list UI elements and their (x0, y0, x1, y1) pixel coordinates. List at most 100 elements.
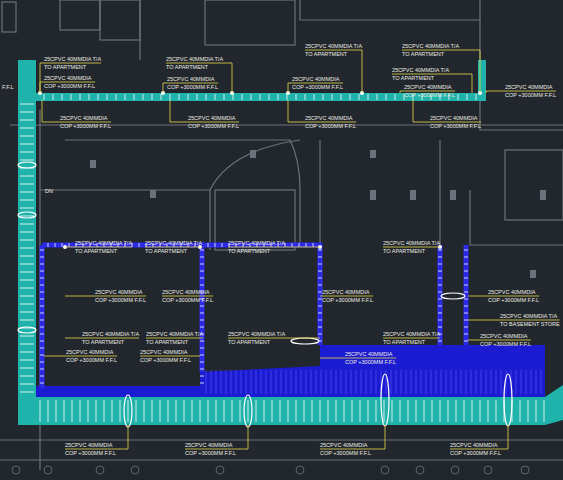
leader-line (383, 338, 440, 339)
tick (125, 94, 126, 100)
tick (516, 370, 517, 394)
tick (480, 400, 481, 422)
tick (286, 370, 287, 394)
grid-markers (12, 466, 529, 474)
tick (226, 370, 227, 394)
tick (318, 292, 322, 293)
pipe-label: COP +3000MM F.F.L (305, 123, 356, 129)
pipe-label: COP +3000MM F.F.L (450, 450, 501, 456)
tick (200, 250, 204, 251)
tick (301, 370, 302, 394)
pipe-label: COP +3000MM F.F.L (505, 92, 556, 98)
tick (143, 94, 144, 100)
pipe-label: 25CPVC 40MMDIA (505, 84, 552, 90)
tick (341, 94, 342, 100)
tick (287, 94, 288, 100)
walls (0, 0, 563, 470)
pipe-label: TO APARTMENT (146, 339, 188, 345)
pipe-label: TO APARTMENT (228, 248, 270, 254)
pipe-label: 25CPVC 40MMDIA T/A (383, 331, 440, 337)
tick (481, 370, 482, 394)
tick (278, 94, 279, 100)
tick (55, 243, 56, 247)
tick (40, 257, 44, 258)
pipe-label: 25CPVC 40MMDIA (488, 289, 535, 295)
tick (352, 400, 353, 422)
tick (184, 400, 185, 422)
tick (313, 243, 314, 247)
tick (472, 400, 473, 422)
pipe-label: COP +3000MM F.F.L (95, 297, 146, 303)
tick (323, 94, 324, 100)
tick (464, 299, 468, 300)
tick (395, 94, 396, 100)
tick (292, 243, 293, 247)
tick (281, 370, 282, 394)
tick (200, 376, 204, 377)
tick (222, 243, 223, 247)
tick (438, 320, 442, 321)
pipe-label: 25CPVC 40MMDIA (95, 289, 142, 295)
pipe-label: TO APARTMENT (82, 339, 124, 345)
tick (20, 184, 34, 185)
tick (436, 370, 437, 394)
tick (438, 271, 442, 272)
leader-line (232, 63, 233, 93)
tick (233, 94, 234, 100)
tick (241, 370, 242, 394)
tick (215, 94, 216, 100)
leader-line (228, 247, 320, 248)
tick (20, 344, 34, 345)
leader-line (128, 425, 129, 449)
tick (200, 362, 204, 363)
tick (20, 208, 34, 209)
leader-line (402, 50, 480, 51)
tick (224, 94, 225, 100)
tick (20, 144, 34, 145)
tick (331, 370, 332, 394)
pipe-label: 25CPVC 40MMDIA (162, 289, 209, 295)
pipe-label: 25CPVC 40MMDIA T/A (392, 67, 449, 73)
tick (464, 313, 468, 314)
pipe-label: 25CPVC 40MMDIA (44, 75, 91, 81)
tick (411, 370, 412, 394)
pipe-label: COP +3000MM F.F.L (488, 297, 539, 303)
leader-line (145, 247, 202, 248)
leader-line (65, 247, 132, 248)
tick (326, 370, 327, 394)
pipe-label: COP +3000MM F.F.L (345, 359, 396, 365)
pipe-label: 25CPVC 40MMDIA T/A (383, 240, 440, 246)
tick (446, 370, 447, 394)
tick (208, 243, 209, 247)
tick (318, 320, 322, 321)
leader-line (472, 74, 473, 93)
tick (336, 370, 337, 394)
tick (376, 370, 377, 394)
tick (318, 250, 322, 251)
leader-line (288, 83, 289, 93)
pipe-label: 25CPVC 40MMDIA (450, 442, 497, 448)
tick (368, 94, 369, 100)
tick (464, 320, 468, 321)
tick (464, 264, 468, 265)
tick (20, 368, 34, 369)
tick (40, 285, 44, 286)
pipe-label: 25CPVC 40MMDIA T/A (82, 331, 139, 337)
tick (488, 400, 489, 422)
room-pipes (42, 245, 466, 388)
tick (318, 334, 322, 335)
tick (64, 400, 65, 422)
pipe-label: TO APARTMENT (402, 51, 444, 57)
pipe-label: 25CPVC 40MMDIA (185, 442, 232, 448)
tick (464, 285, 468, 286)
pipe-label: 25CPVC 40MMDIA (430, 115, 477, 121)
tick (536, 370, 537, 394)
tick (386, 94, 387, 100)
tick (231, 370, 232, 394)
tick (318, 257, 322, 258)
tick (359, 94, 360, 100)
tick (456, 370, 457, 394)
tick (215, 243, 216, 247)
pipe-label: 25CPVC 40MMDIA (188, 115, 235, 121)
tick (40, 306, 44, 307)
